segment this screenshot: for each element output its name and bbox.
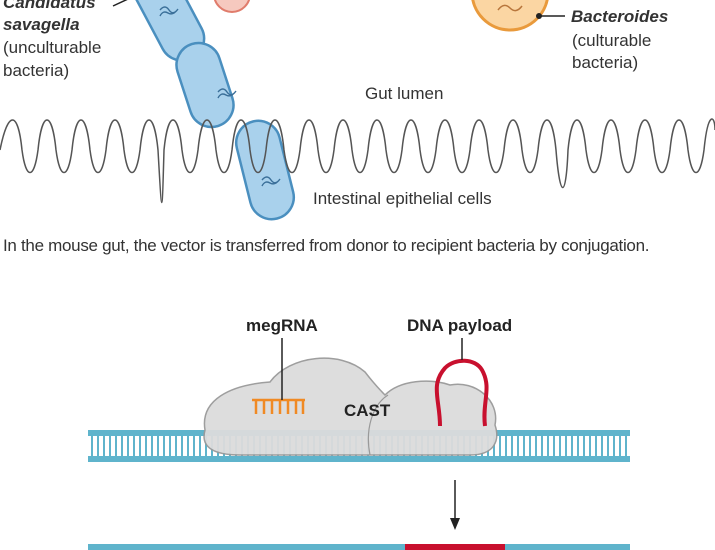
cast-complex <box>203 357 498 456</box>
conjugation-caption: In the mouse gut, the vector is transfer… <box>3 236 650 255</box>
bacteroides-cell <box>471 0 565 32</box>
bacteroides-sub-line1: (culturable <box>572 31 652 50</box>
transition-arrow <box>450 480 460 530</box>
dna-payload-loop <box>434 358 489 427</box>
savagella-filament <box>130 0 296 221</box>
partial-cell <box>213 0 251 13</box>
megrna-comb <box>252 398 305 414</box>
cast-label: CAST <box>344 401 391 420</box>
savagella-sub-line1: (unculturable <box>3 38 102 57</box>
savagella-sub-line2: bacteria) <box>3 61 70 80</box>
epithelium <box>0 118 715 204</box>
savagella-pointer <box>112 0 128 7</box>
gut-lumen-label: Gut lumen <box>365 84 444 103</box>
savagella-name-line2: savagella <box>3 15 80 34</box>
megrna-label: megRNA <box>246 316 318 335</box>
bacteroides-sub-line2: bacteria) <box>572 53 639 72</box>
dna-payload-label: DNA payload <box>407 316 513 335</box>
bacteroides-name: Bacteroides <box>571 7 669 26</box>
epithelial-label: Intestinal epithelial cells <box>313 189 492 208</box>
savagella-name-line1: Candidatus <box>3 0 96 12</box>
dna-strand-bottom <box>88 544 630 550</box>
nucleoid-marks <box>159 6 281 187</box>
